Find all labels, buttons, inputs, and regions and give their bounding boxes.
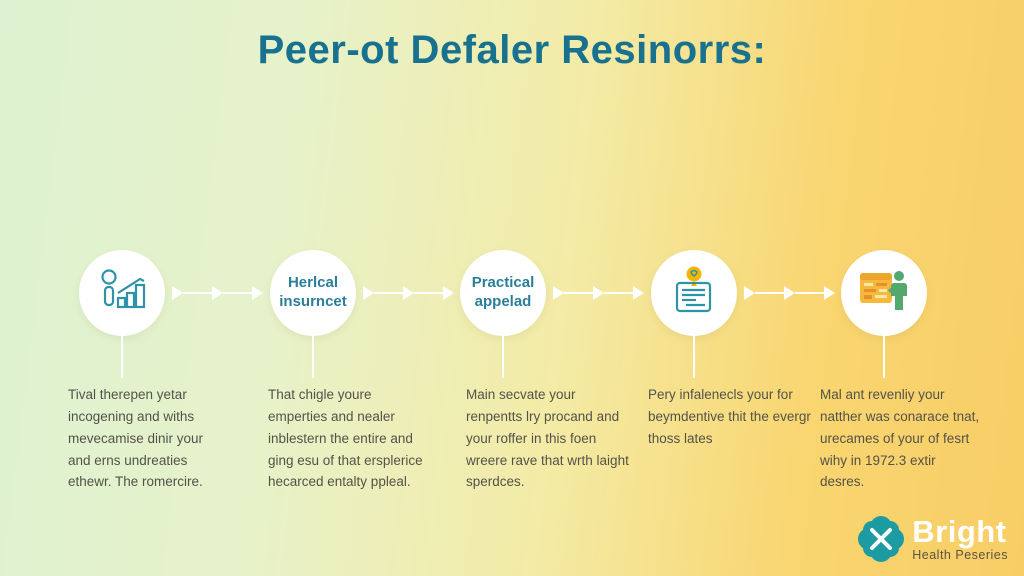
person-bar-chart-icon <box>96 267 148 320</box>
document-idea-icon <box>670 265 718 322</box>
connector-line-5 <box>883 336 885 378</box>
connector-line-1 <box>121 336 123 378</box>
logo-brand-text: Bright <box>912 514 1007 549</box>
presentation-board-icon <box>857 267 911 320</box>
step-description-3: Main secvate your renpentts lry procand … <box>466 387 629 490</box>
step-label-3: Practical appelad <box>471 274 535 310</box>
connector-line-3 <box>502 336 504 378</box>
step-description-2: That chigle youre emperties and nealer i… <box>268 387 423 490</box>
arrow-right-icon <box>363 286 454 300</box>
arrow-right-icon <box>553 286 644 300</box>
step-description-1: Tival therepen yetar incogening and with… <box>68 387 204 490</box>
step-circle-2: Herlcal insurncet <box>270 250 356 336</box>
step-circle-1 <box>79 250 165 336</box>
step-circle-4 <box>651 250 737 336</box>
clover-logo-icon <box>856 514 906 564</box>
step-description-4: Pery infalenecls your for beymdentive th… <box>648 387 811 446</box>
connector-line-4 <box>693 336 695 378</box>
step-circle-3: Practical appelad <box>460 250 546 336</box>
connector-line-2 <box>312 336 314 378</box>
step-label-2: Herlcal insurncet <box>279 274 347 310</box>
logo-tagline-text: Health Peseries <box>912 548 1008 562</box>
brand-logo: Bright Health Peseries <box>856 514 1008 564</box>
step-description-5: Mal ant revenliy your natther was conara… <box>820 387 980 490</box>
step-circle-5 <box>841 250 927 336</box>
arrow-right-icon <box>744 286 835 300</box>
arrow-right-icon <box>172 286 263 300</box>
page-title: Peer-ot Defaler Resinorrs: <box>257 28 767 72</box>
